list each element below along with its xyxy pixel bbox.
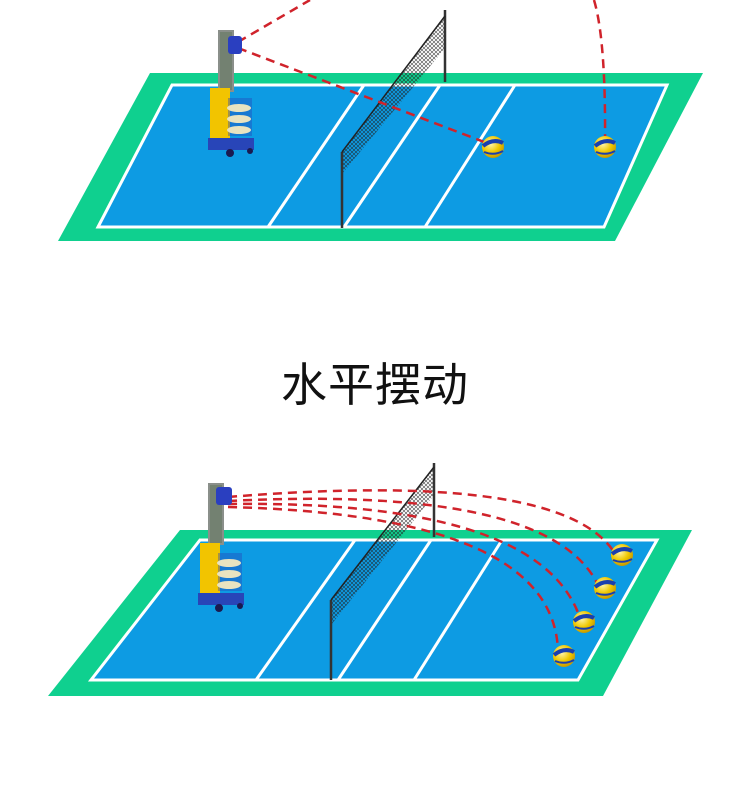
trajectory-line	[227, 489, 616, 553]
trajectory-line	[227, 505, 560, 653]
net	[340, 10, 447, 228]
ball-machine-icon	[198, 483, 244, 612]
volleyball-icon	[610, 544, 633, 566]
trajectory-line	[592, 0, 607, 146]
ball-machine-icon	[208, 30, 254, 157]
volleyball-icon	[481, 136, 504, 158]
volleyball-icon	[572, 611, 595, 633]
bottom-court-diagram	[0, 455, 750, 705]
trajectory-line	[227, 497, 600, 586]
net	[329, 463, 436, 680]
trajectory-line	[227, 502, 582, 619]
trajectory-line	[237, 0, 311, 44]
volleyball-icon	[593, 577, 616, 599]
top-court-diagram	[0, 0, 750, 250]
volleyball-icon	[552, 645, 575, 667]
caption-title: 水平摆动	[281, 358, 469, 412]
trajectory-line	[237, 46, 493, 147]
volleyball-icon	[593, 136, 616, 158]
